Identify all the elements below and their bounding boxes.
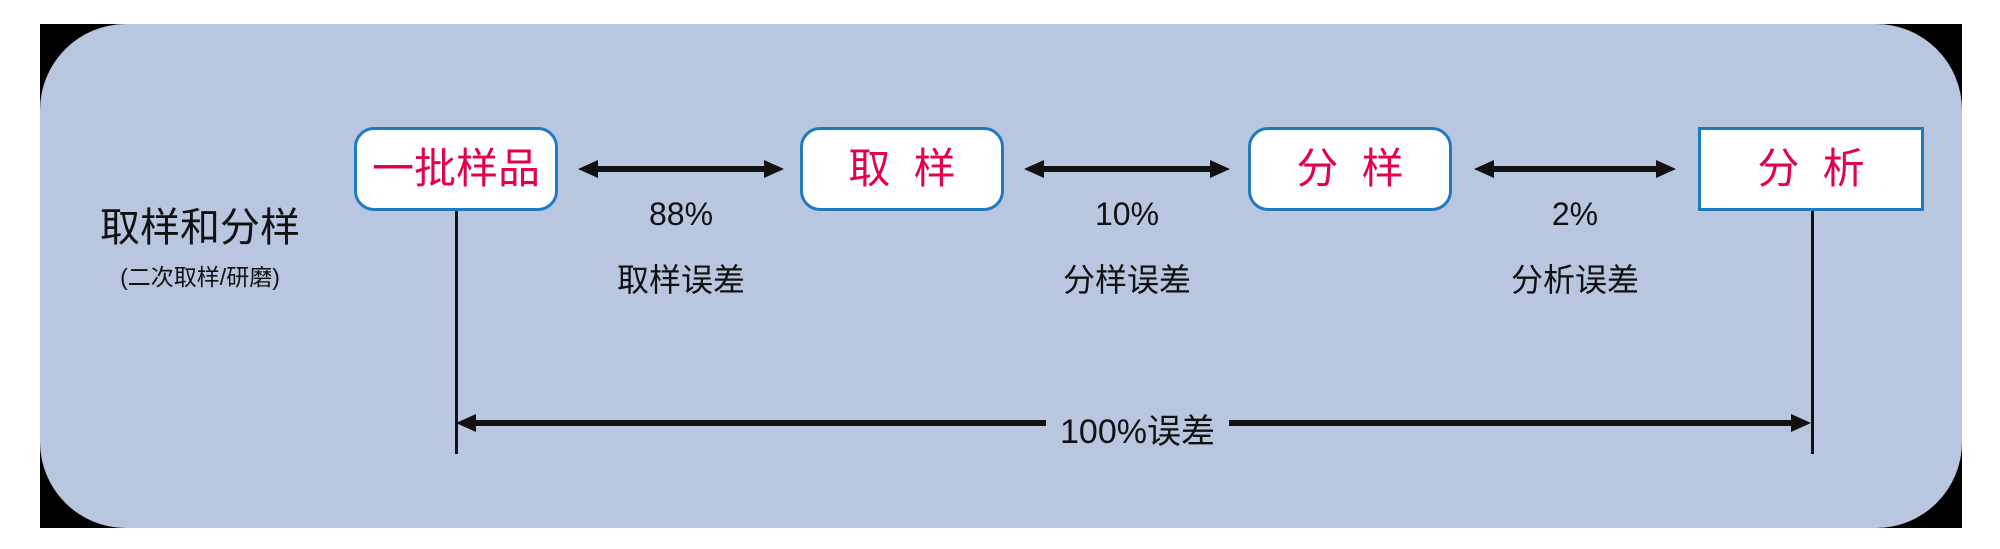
page-title: 取样和分样 — [100, 206, 300, 250]
page-subtitle: (二次取样/研磨) — [120, 264, 280, 290]
error-label-1: 取样误差 — [616, 262, 745, 298]
arrow-total-left — [456, 410, 1056, 436]
percent-label-1: 88% — [648, 196, 714, 232]
error-label-2: 分样误差 — [1062, 262, 1191, 298]
arrow-batch-sampling — [578, 156, 784, 182]
arrow-division-analysis — [1474, 156, 1676, 182]
error-label-3: 分析误差 — [1510, 262, 1639, 298]
blue-panel — [40, 24, 1962, 528]
total-error-label: 100%误差 — [1046, 404, 1229, 453]
node-division[interactable]: 分 样 — [1248, 127, 1452, 211]
node-sampling[interactable]: 取 样 — [800, 127, 1004, 211]
arrow-sampling-division — [1024, 156, 1230, 182]
stem-analysis — [1811, 208, 1814, 454]
node-analysis[interactable]: 分 析 — [1698, 127, 1924, 211]
arrow-total-right — [1211, 410, 1811, 436]
percent-label-2: 10% — [1094, 196, 1160, 232]
node-batch[interactable]: 一批样品 — [354, 127, 558, 211]
percent-label-3: 2% — [1551, 196, 1599, 232]
stem-batch — [455, 208, 458, 454]
